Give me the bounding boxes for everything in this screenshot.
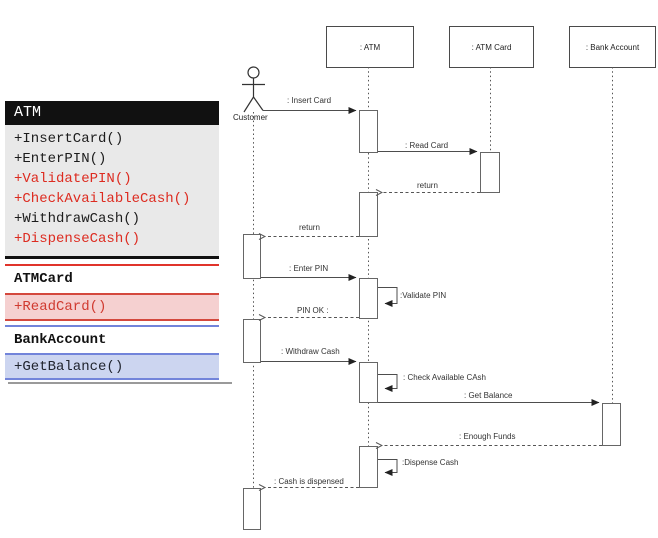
- arrow-validate-pin-self: [378, 287, 398, 307]
- object-box-atmcard: : ATM Card: [449, 26, 534, 68]
- class-bankaccount-title: BankAccount: [5, 327, 219, 353]
- message-label: :Validate PIN: [400, 291, 447, 300]
- class-atm-header: ATM: [5, 101, 219, 125]
- activation-bankaccount-1: [602, 403, 621, 446]
- message-label: : Check Available CAsh: [403, 373, 487, 382]
- message-label: :Dispense Cash: [402, 458, 459, 467]
- method-row: +ValidatePIN(): [14, 171, 132, 187]
- object-box-bankaccount: : Bank Account: [569, 26, 656, 68]
- class-bankaccount-method: +GetBalance(): [5, 353, 219, 380]
- message-label: return: [299, 223, 320, 232]
- class-atm-body: +InsertCard() +EnterPIN() +ValidatePIN()…: [5, 125, 219, 256]
- method-row: +EnterPIN(): [14, 151, 107, 167]
- divider-black: [5, 256, 219, 259]
- message-label: : Cash is dispensed: [274, 477, 344, 486]
- activation-atmcard-1: [480, 152, 500, 193]
- activation-atm-4: [359, 362, 378, 403]
- message-label: : Read Card: [405, 141, 449, 150]
- class-atmcard-method: +ReadCard(): [5, 293, 219, 321]
- message-label: : Get Balance: [464, 391, 513, 400]
- object-box-atm: : ATM: [326, 26, 414, 68]
- activation-customer-3: [243, 488, 261, 530]
- arrow-check-cash-self: [378, 374, 398, 392]
- divider-blue: [5, 325, 219, 327]
- method-row: +WithdrawCash(): [14, 211, 141, 227]
- arrow-dispense-cash-self: [378, 459, 398, 476]
- method-row: +InsertCard(): [14, 131, 124, 147]
- activation-customer-2: [243, 319, 261, 363]
- actor-icon: [242, 66, 265, 113]
- activation-atm-1: [359, 110, 378, 153]
- message-label: : Insert Card: [287, 96, 332, 105]
- activation-atm-2: [359, 192, 378, 237]
- panel-bottom-edge: [8, 382, 232, 384]
- message-label: : Enough Funds: [459, 432, 516, 441]
- message-label: return: [417, 181, 438, 190]
- message-label: : Enter PIN: [289, 264, 329, 273]
- message-label: PIN OK :: [297, 306, 329, 315]
- object-label-bankaccount: : Bank Account: [585, 42, 640, 52]
- activation-atm-3: [359, 278, 378, 319]
- method-row: +DispenseCash(): [14, 231, 141, 247]
- divider-red: [5, 264, 219, 266]
- actor-label: Customer: [233, 113, 268, 122]
- activation-customer-1: [243, 234, 261, 279]
- object-label-atmcard: : ATM Card: [471, 42, 512, 52]
- class-atmcard-title: ATMCard: [5, 266, 219, 292]
- method-row: +CheckAvailableCash(): [14, 191, 191, 207]
- activation-atm-5: [359, 446, 378, 488]
- object-label-atm: : ATM: [359, 42, 381, 52]
- message-label: : Withdraw Cash: [281, 347, 340, 356]
